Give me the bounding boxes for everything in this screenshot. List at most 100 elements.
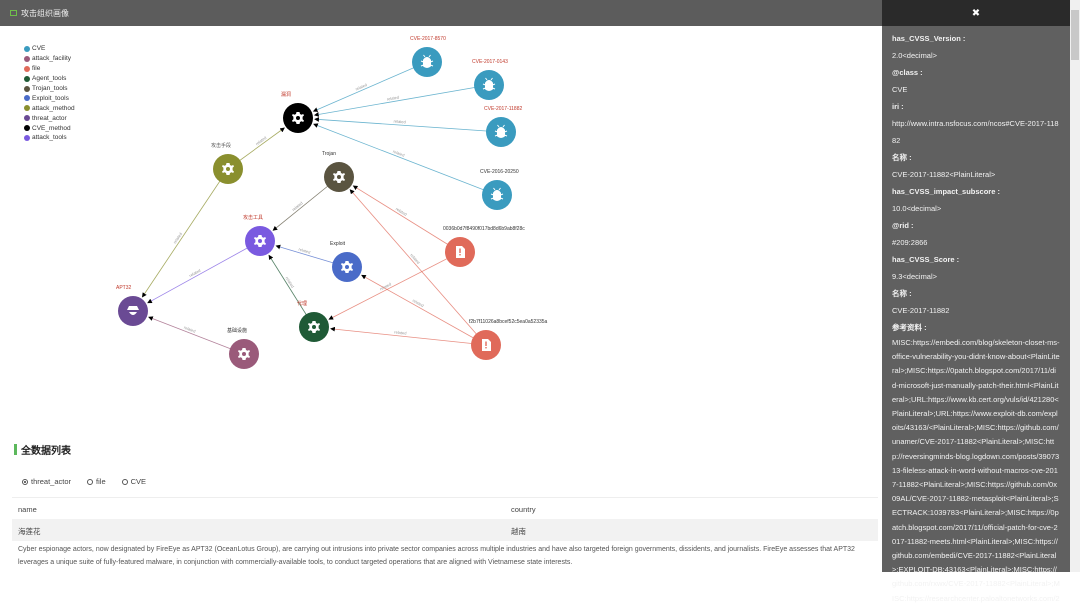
radio-CVE[interactable]: CVE: [121, 477, 147, 486]
node-method[interactable]: 攻击手段: [211, 142, 243, 184]
panel-scrollbar[interactable]: [1070, 0, 1080, 572]
field-value: CVE: [892, 85, 908, 94]
table-row[interactable]: 海莲花 越南: [12, 519, 878, 541]
gear-icon: [341, 261, 353, 273]
edge-f1-trojan[interactable]: [352, 185, 461, 253]
node-label: Exploit: [330, 241, 346, 247]
node-f1[interactable]: 0036b0d7f8490f017bd8d6b9ab8f28c: [443, 226, 525, 267]
section-marker: [14, 444, 17, 455]
edge-label: related: [285, 276, 296, 289]
gear-icon: [254, 235, 266, 247]
legend-item[interactable]: attack_method: [24, 103, 75, 113]
edge-method-apt[interactable]: [142, 168, 229, 298]
file-icon: [456, 246, 465, 258]
legend-dot-icon: [24, 134, 30, 141]
edge-label: related: [379, 281, 392, 291]
edge-c11882-vuln[interactable]: [314, 117, 502, 133]
page-title: 攻击组织画像: [21, 8, 69, 18]
edge-label: related: [188, 268, 201, 278]
relationship-graph[interactable]: related related related related related relat…: [0, 26, 882, 426]
field-value: CVE-2017-11882: [892, 306, 950, 315]
node-vuln[interactable]: 漏洞: [281, 91, 313, 133]
scrollbar-thumb[interactable]: [1071, 10, 1079, 60]
edge-label: related: [393, 119, 406, 125]
legend-item[interactable]: threat_actor: [24, 113, 75, 123]
radio-label: file: [96, 477, 106, 486]
edge-f2-agent[interactable]: [330, 326, 487, 346]
field-value: CVE-2017-11882<PlainLiteral>: [892, 170, 996, 179]
node-c20250[interactable]: CVE-2016-20250: [480, 169, 519, 210]
cell-name: 海莲花: [18, 527, 41, 536]
legend-dot-icon: [24, 85, 30, 92]
node-label: CVE-2016-20250: [480, 169, 519, 175]
legend-item[interactable]: Agent_tools: [24, 74, 75, 84]
edge-f1-agent[interactable]: [328, 251, 461, 320]
cell-country: 越南: [511, 527, 526, 536]
close-button[interactable]: ✖: [882, 0, 1070, 26]
legend-dot-icon: [24, 115, 30, 122]
node-label: 代理: [297, 300, 307, 307]
column-country: country: [511, 505, 536, 514]
field-value: 9.3<decimal>: [892, 272, 938, 281]
edge-f2-exploit[interactable]: [361, 274, 487, 346]
node-exploit[interactable]: Exploit: [330, 241, 362, 282]
radio-threat_actor[interactable]: threat_actor: [22, 477, 71, 486]
legend-label: Exploit_tools: [32, 94, 69, 102]
window-icon: [10, 10, 17, 16]
node-f2[interactable]: f2b7f11026a8bcef52c5ea0a52335a: [469, 319, 548, 360]
node-trojan[interactable]: Trojan: [322, 151, 354, 192]
gear-icon: [333, 171, 345, 183]
table-header: name country: [12, 497, 878, 519]
edge-facility-apt[interactable]: [148, 316, 245, 355]
edge-label: related: [255, 135, 268, 146]
legend-item[interactable]: Exploit_tools: [24, 93, 75, 103]
section-title: 全数据列表: [21, 446, 71, 457]
edge-c20250-vuln[interactable]: [313, 123, 498, 196]
radio-icon: [87, 479, 94, 485]
bug-icon: [420, 54, 434, 68]
legend-label: attack_facility: [32, 55, 72, 63]
radio-label: CVE: [130, 477, 147, 486]
field-key: 参考资料 :: [892, 323, 927, 332]
legend-dot-icon: [24, 45, 30, 52]
node-apt[interactable]: APT32: [116, 285, 148, 326]
radio-icon: [22, 479, 28, 485]
file-icon: [482, 339, 491, 351]
gear-icon: [292, 112, 304, 124]
edge-f2-trojan[interactable]: [349, 189, 487, 346]
node-label: 攻击手段: [211, 142, 231, 149]
legend-item[interactable]: Trojan_tools: [24, 84, 75, 94]
node-c0143[interactable]: CVE-2017-0143: [472, 59, 508, 100]
legend-item[interactable]: file: [24, 64, 75, 74]
edge-label: related: [183, 325, 196, 334]
node-tools[interactable]: 攻击工具: [243, 214, 275, 256]
legend-item[interactable]: attack_facility: [24, 54, 75, 64]
node-label: 基础设施: [227, 327, 247, 334]
edge-c0143-vuln[interactable]: [313, 84, 490, 117]
node-label: CVE-2017-8570: [410, 36, 446, 42]
legend-dot-icon: [24, 75, 30, 82]
radio-file[interactable]: file: [87, 477, 106, 486]
node-facility[interactable]: 基础设施: [227, 327, 259, 369]
field-value: MISC:https://embedi.com/blog/skeleton-cl…: [892, 338, 1060, 603]
detail-panel: ✖ has_CVSS_Version :2.0<decimal>@class :…: [882, 0, 1080, 603]
legend-dot-icon: [24, 95, 30, 102]
node-label: 攻击工具: [243, 214, 263, 221]
node-c11882[interactable]: CVE-2017-11882: [484, 106, 522, 147]
spy-icon: [127, 306, 139, 315]
edge-tools-apt[interactable]: [147, 240, 261, 304]
legend-item[interactable]: CVE: [24, 44, 75, 54]
legend-dot-icon: [24, 55, 30, 62]
edge-label: related: [354, 82, 367, 91]
field-value: http://www.intra.nsfocus.com/ncos#CVE-20…: [892, 119, 1059, 145]
legend-item[interactable]: CVE_method: [24, 123, 75, 133]
node-c8570[interactable]: CVE-2017-8570: [410, 36, 446, 77]
field-key: @rid :: [892, 221, 914, 230]
legend-item[interactable]: attack_tools: [24, 133, 75, 143]
edge-c8570-vuln[interactable]: [312, 61, 428, 112]
node-label: Trojan: [322, 151, 336, 157]
edge-label: related: [291, 200, 304, 212]
node-agent[interactable]: 代理: [297, 300, 329, 342]
legend-label: CVE: [32, 45, 46, 53]
title-bar: 攻击组织画像: [0, 0, 882, 26]
